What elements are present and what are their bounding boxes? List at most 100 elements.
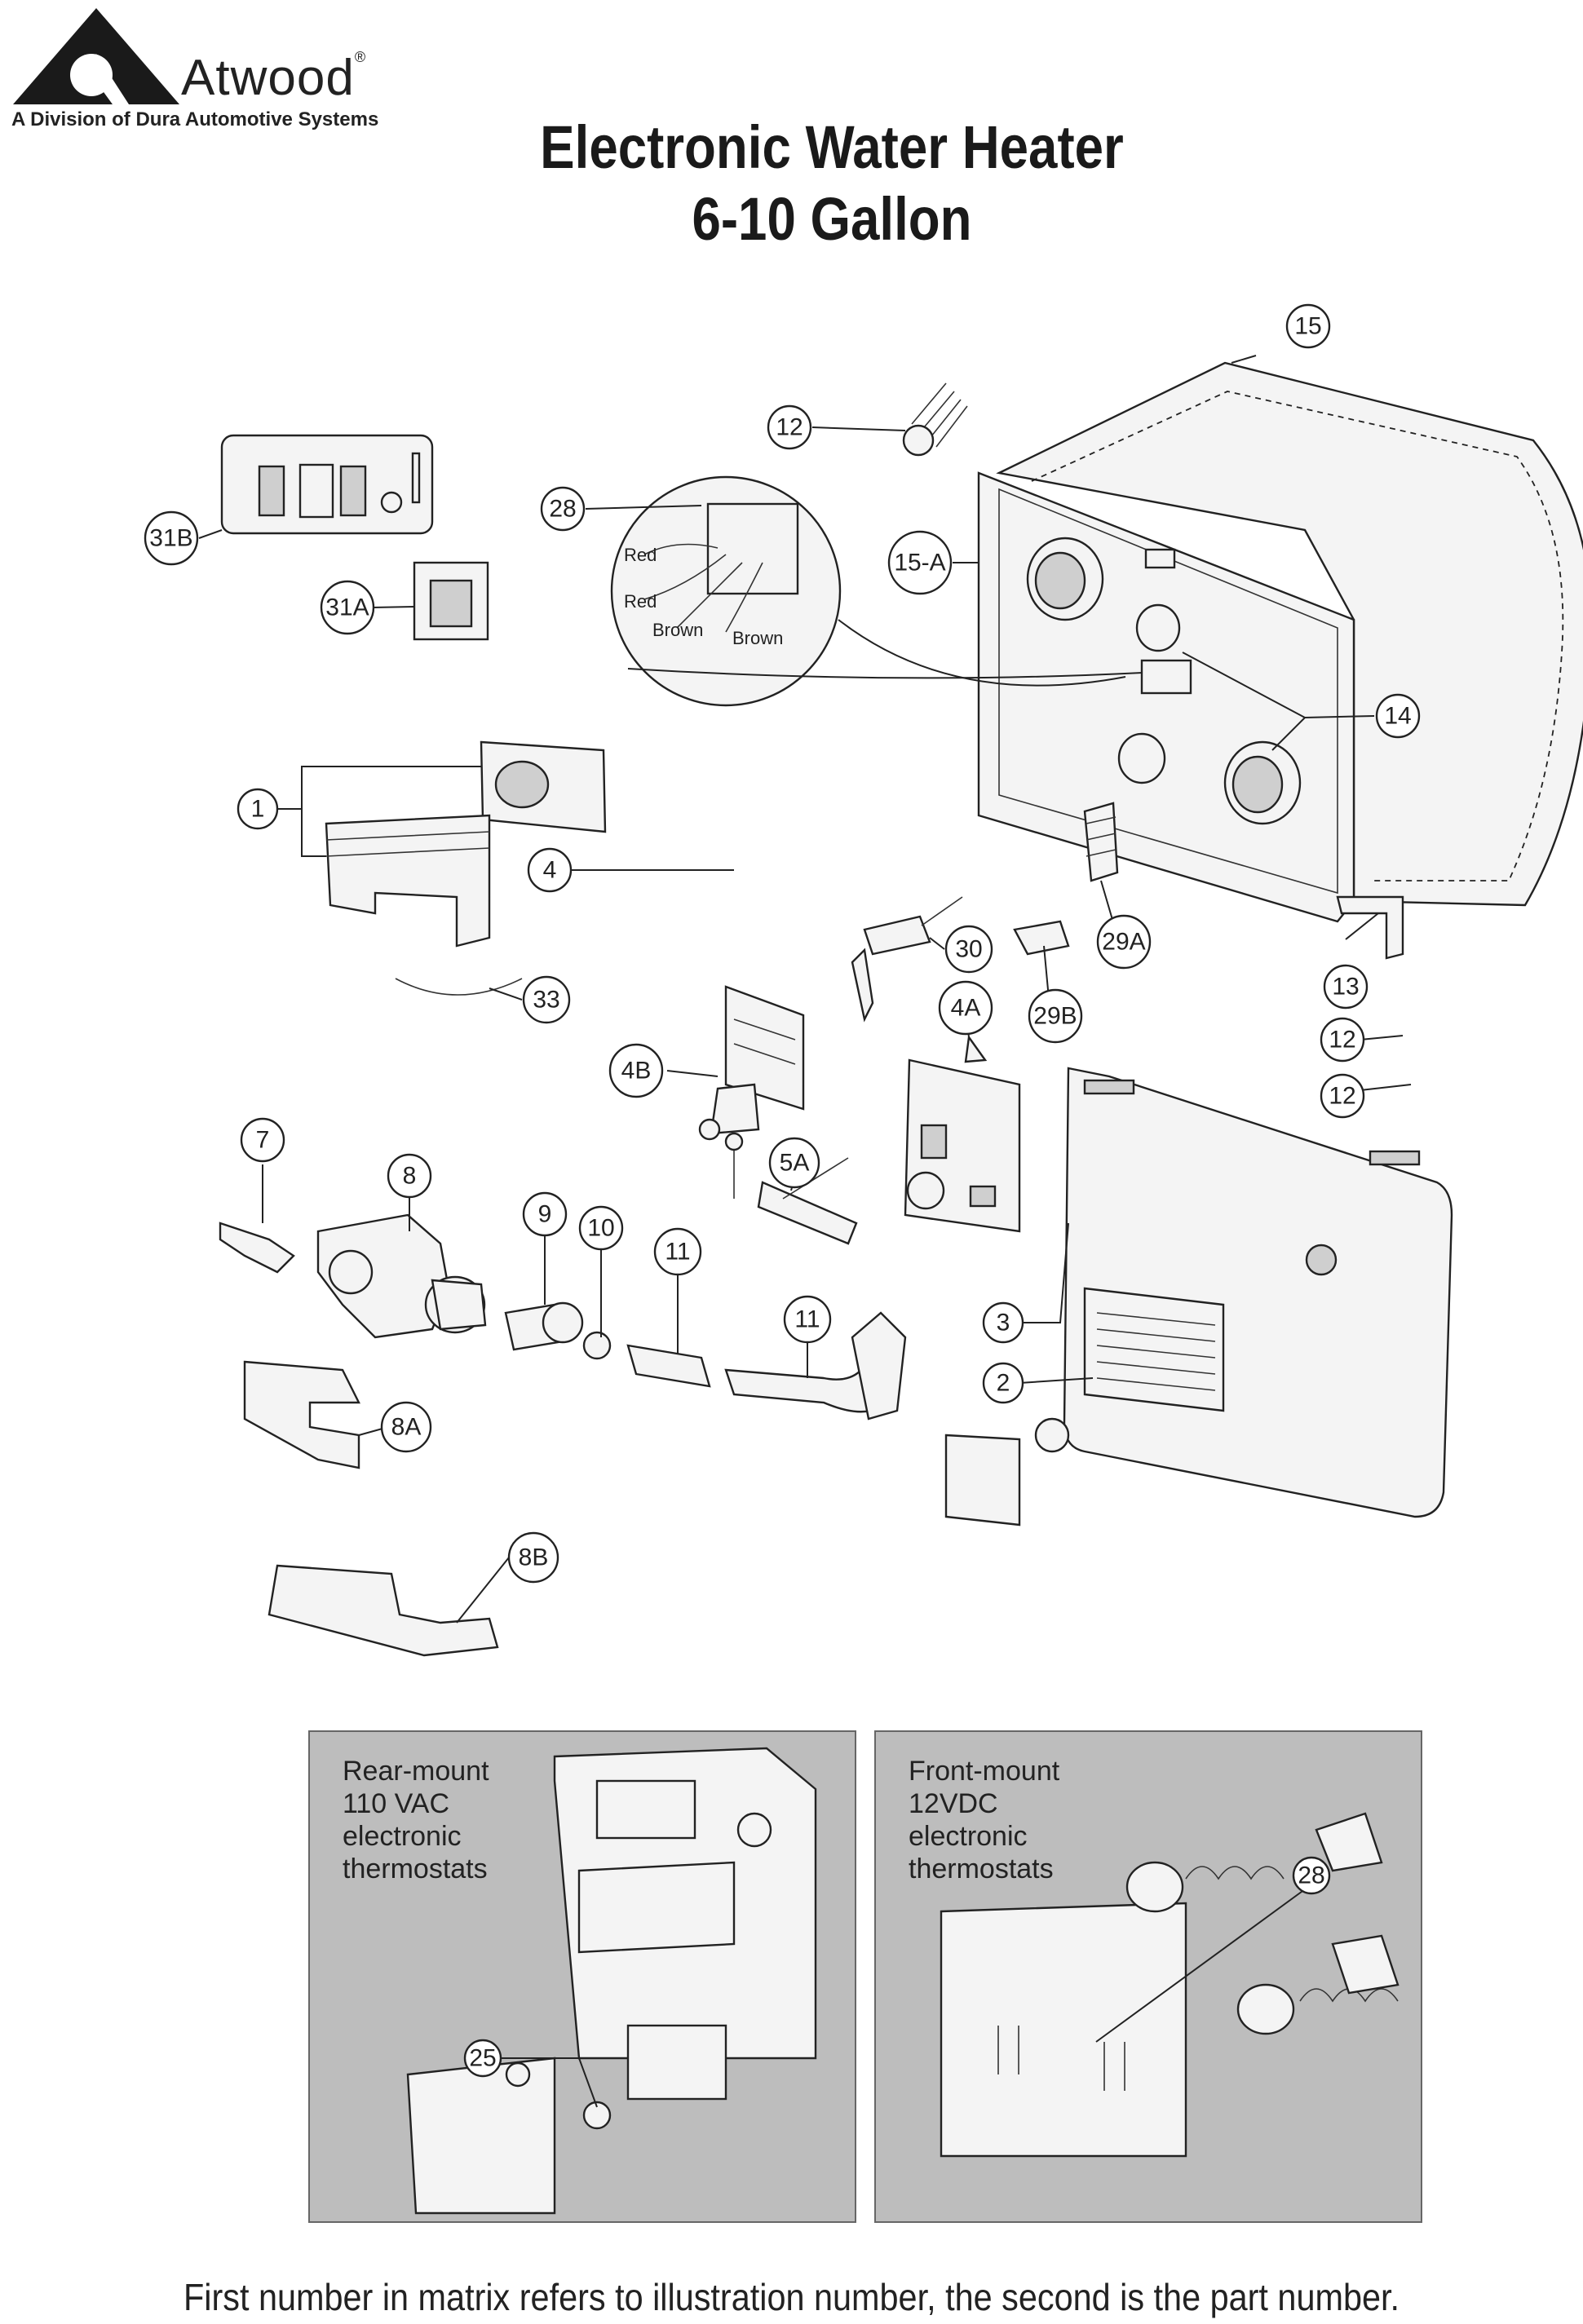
gas-valve (219, 1213, 487, 1339)
svg-text:8A: 8A (391, 1414, 422, 1441)
svg-text:9: 9 (538, 1201, 552, 1228)
front-mount-caption-line-2: 12VDC (909, 1788, 998, 1819)
rear-mount-drawing: 25 (406, 1747, 817, 2215)
svg-text:30: 30 (955, 936, 982, 963)
callout-31b: 31B (144, 510, 199, 566)
ignition-module (904, 1034, 1021, 1233)
svg-text:4: 4 (543, 857, 557, 884)
svg-text:29A: 29A (1102, 929, 1145, 956)
brand-subtitle: A Division of Dura Automotive Systems (11, 108, 379, 130)
svg-text:12: 12 (776, 414, 803, 441)
svg-text:31A: 31A (325, 594, 369, 621)
front-mount-caption-line-3: electronic (909, 1821, 1028, 1852)
pilot-wire (395, 978, 523, 996)
svg-text:28: 28 (1298, 1862, 1324, 1889)
callout-12-low: 12 (1320, 1073, 1365, 1119)
inset-callout-28: 28 (1292, 1856, 1331, 1895)
shield-8b (268, 1564, 499, 1657)
svg-text:25: 25 (469, 2045, 496, 2072)
svg-text:15: 15 (1294, 313, 1321, 340)
orifice-parts (504, 1301, 612, 1360)
callout-8a: 8A (380, 1401, 432, 1453)
svg-text:11: 11 (665, 1239, 690, 1266)
svg-text:8: 8 (403, 1163, 417, 1190)
callout-30: 30 (944, 925, 993, 974)
document-subtitle: 6-10 Gallon (692, 185, 972, 253)
callout-29a: 29A (1096, 914, 1152, 970)
svg-text:31B: 31B (149, 525, 192, 552)
svg-text:13: 13 (1332, 974, 1359, 1001)
callout-7: 7 (240, 1117, 285, 1163)
callout-4a: 4A (938, 980, 993, 1036)
svg-text:10: 10 (587, 1215, 614, 1242)
callout-8: 8 (387, 1153, 432, 1199)
callout-10: 10 (578, 1205, 624, 1251)
svg-text:8B: 8B (519, 1544, 549, 1571)
wire-label-red-1: Red (624, 545, 657, 565)
svg-text:2: 2 (997, 1370, 1010, 1397)
control-board (698, 985, 805, 1141)
svg-text:28: 28 (549, 496, 576, 523)
front-mount-caption: Front-mount 12VDC electronic thermostats (909, 1755, 1059, 1885)
callout-12-top: 12 (767, 404, 812, 450)
burner-tube (626, 1311, 907, 1420)
svg-text:15-A: 15-A (894, 550, 945, 577)
front-mount-caption-line-1: Front-mount (909, 1756, 1060, 1787)
heating-element (851, 802, 1404, 1023)
svg-text:7: 7 (256, 1127, 270, 1154)
wire-label-brown-1: Brown (652, 620, 703, 640)
callout-31a: 31A (320, 580, 375, 635)
callout-11-left: 11 (653, 1227, 702, 1276)
control-cover (325, 740, 607, 948)
svg-text:4B: 4B (621, 1058, 652, 1085)
rear-mount-caption: Rear-mount 110 VAC electronic thermostat… (343, 1755, 489, 1885)
svg-text:12: 12 (1329, 1083, 1355, 1110)
svg-text:4A: 4A (951, 995, 981, 1022)
callout-8b: 8B (507, 1531, 559, 1584)
callout-12-mid: 12 (1320, 1017, 1365, 1063)
callout-28: 28 (540, 486, 586, 532)
callout-33: 33 (522, 975, 571, 1024)
callout-9: 9 (522, 1191, 568, 1237)
footnote: First number in matrix refers to illustr… (183, 2276, 1400, 2318)
svg-text:11: 11 (794, 1306, 820, 1333)
callout-14: 14 (1375, 693, 1421, 739)
tank-body (977, 361, 1583, 923)
registered-mark: ® (354, 49, 367, 65)
rear-mount-caption-line-4: thermostats (343, 1853, 488, 1884)
callout-11-right: 11 (783, 1295, 832, 1344)
access-door (944, 1067, 1453, 1527)
svg-text:1: 1 (251, 796, 265, 823)
thermostat-detail-circle: Red Red Brown Brown (610, 475, 1143, 707)
electrode (724, 1132, 858, 1245)
atwood-logo-icon (13, 8, 179, 104)
callout-4b: 4B (608, 1043, 664, 1098)
callout-3: 3 (982, 1301, 1024, 1344)
front-mount-drawing: 28 (940, 1812, 1399, 2158)
rear-mount-inset: 25 Rear-mount 110 VAC electronic thermos… (308, 1730, 856, 2223)
spring-top (902, 382, 968, 457)
front-mount-caption-line-4: thermostats (909, 1853, 1054, 1884)
svg-text:33: 33 (533, 987, 559, 1014)
callout-15a: 15-A (887, 530, 953, 595)
svg-text:12: 12 (1329, 1027, 1355, 1054)
brand-name: Atwood® (181, 49, 366, 107)
document-title: Electronic Water Heater (540, 113, 1124, 181)
exploded-view-diagram: Red Red Brown Brown (144, 303, 1583, 1657)
svg-text:29B: 29B (1033, 1003, 1077, 1030)
wire-label-brown-2: Brown (732, 628, 783, 648)
callout-4: 4 (527, 847, 573, 893)
svg-text:14: 14 (1384, 703, 1411, 730)
rear-mount-caption-line-2: 110 VAC (343, 1788, 450, 1819)
rear-mount-caption-line-1: Rear-mount (343, 1756, 489, 1787)
svg-text:3: 3 (997, 1310, 1010, 1337)
callout-1: 1 (237, 788, 279, 830)
bracket-8a (243, 1360, 360, 1469)
callout-15: 15 (1285, 303, 1331, 349)
brand-name-text: Atwood (181, 50, 355, 106)
wire-label-red-2: Red (624, 591, 657, 612)
svg-text:5A: 5A (780, 1150, 810, 1177)
callout-13: 13 (1323, 964, 1369, 1010)
callout-5a: 5A (768, 1137, 820, 1189)
